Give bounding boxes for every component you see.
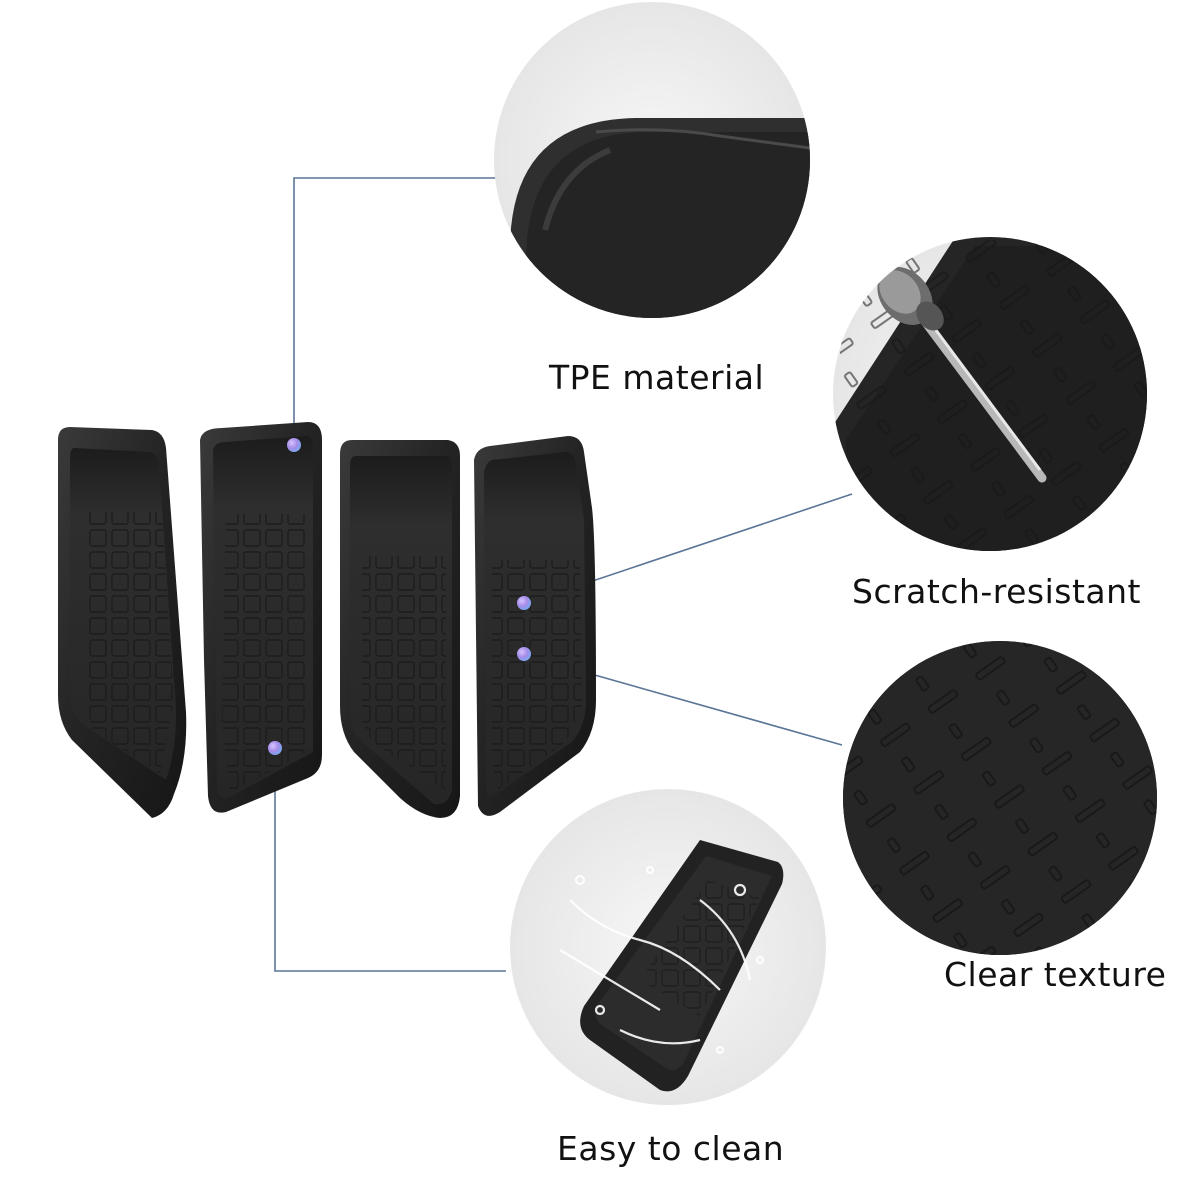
door-mat-4 bbox=[474, 436, 596, 816]
door-mat-set bbox=[58, 422, 596, 818]
door-mat-3 bbox=[340, 440, 460, 818]
hotspot-dot-scratch bbox=[517, 596, 531, 610]
leader-line-clean bbox=[274, 748, 506, 972]
detail-circle-scratch bbox=[833, 237, 1147, 551]
leader-line-tpe bbox=[293, 177, 496, 443]
door-mat-2 bbox=[200, 422, 322, 813]
hotspots bbox=[268, 438, 531, 755]
feature-label-scratch-resistant: Scratch-resistant bbox=[852, 572, 1141, 611]
screwdriver-icon bbox=[877, 267, 1047, 483]
detail-circle-tpe bbox=[494, 2, 810, 318]
feature-label-tpe-material: TPE material bbox=[549, 358, 765, 397]
feature-label-easy-to-clean: Easy to clean bbox=[557, 1129, 785, 1168]
detail-circle-clean bbox=[510, 789, 826, 1105]
detail-circle-texture bbox=[843, 641, 1157, 955]
hotspot-dot-tpe bbox=[287, 438, 301, 452]
water-splash-icon bbox=[559, 865, 765, 1055]
door-mat-1 bbox=[58, 427, 187, 818]
hotspot-dot-texture bbox=[517, 647, 531, 661]
hotspot-dot-clean bbox=[268, 741, 282, 755]
feature-label-clear-texture: Clear texture bbox=[944, 955, 1167, 994]
